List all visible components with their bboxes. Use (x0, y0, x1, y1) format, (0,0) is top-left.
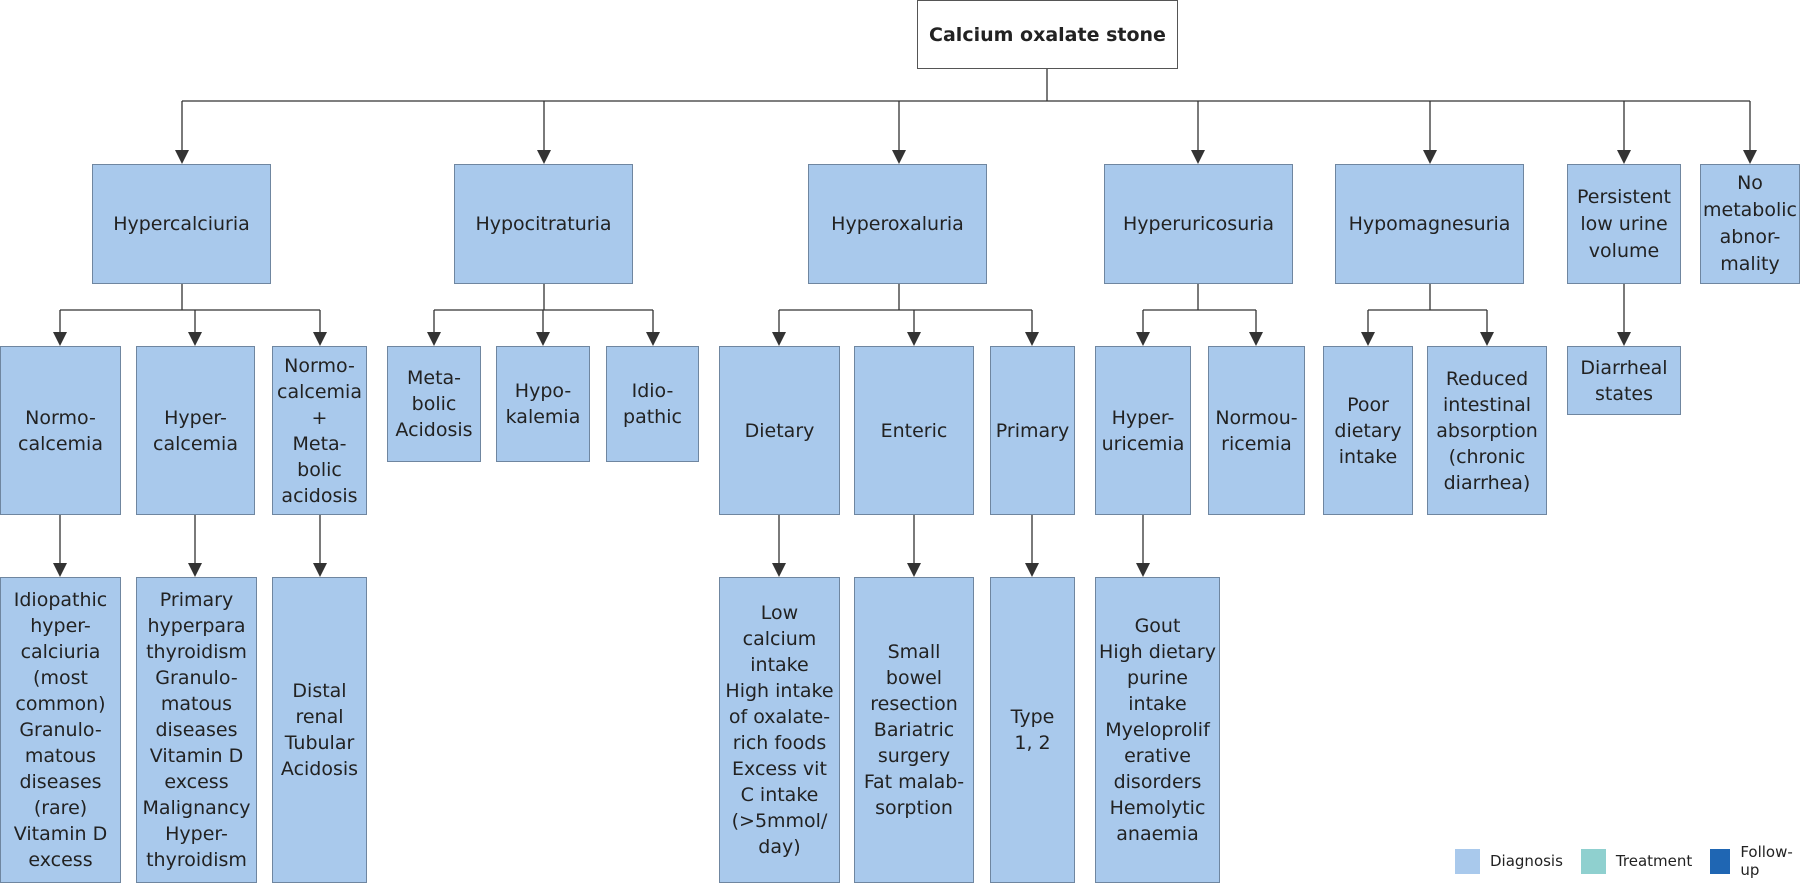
arrow-head (1361, 332, 1375, 346)
node-diarrheal-states: Diarrheal states (1567, 346, 1681, 415)
legend: Diagnosis Treatment Follow-up (1455, 843, 1800, 879)
node-metabolic-acidosis: Meta- bolic Acidosis (387, 346, 481, 462)
node-reduced-intestinal-absorption: Reduced intestinal absorption (chronic d… (1427, 346, 1547, 515)
arrow-head (1617, 332, 1631, 346)
node-hyperoxaluria: Hyperoxaluria (808, 164, 987, 284)
swatch-treatment (1580, 848, 1606, 874)
arrow-head (1249, 332, 1263, 346)
node-idiopathic: Idio- pathic (606, 346, 699, 462)
legend-label-follow-up: Follow-up (1740, 843, 1793, 879)
node-no-metabolic-abnormality: No metabolic abnor- mality (1700, 164, 1800, 284)
node-normocalcemia-metabolic-acidosis: Normo- calcemia + Meta- bolic acidosis (272, 346, 367, 515)
node-poor-dietary-intake: Poor dietary intake (1323, 346, 1413, 515)
arrow-head (1617, 150, 1631, 164)
arrow-head (188, 332, 202, 346)
node-hypokalemia: Hypo- kalemia (496, 346, 590, 462)
arrow-head (1191, 150, 1205, 164)
legend-label-diagnosis: Diagnosis (1490, 852, 1563, 870)
node-normouricemia: Normou- ricemia (1208, 346, 1305, 515)
swatch-follow-up (1710, 848, 1731, 874)
arrow-head (907, 563, 921, 577)
arrow-head (536, 332, 550, 346)
arrow-head (537, 150, 551, 164)
node-causes-dietary: Low calcium intake High intake of oxalat… (719, 577, 840, 883)
arrow-head (53, 332, 67, 346)
arrow-head (772, 332, 786, 346)
node-hypercalciuria: Hypercalciuria (92, 164, 271, 284)
arrow-head (188, 563, 202, 577)
arrow-head (772, 563, 786, 577)
arrow-head (313, 332, 327, 346)
arrow-head (313, 563, 327, 577)
node-hyperuricosuria: Hyperuricosuria (1104, 164, 1293, 284)
arrow-head (53, 563, 67, 577)
node-causes-hyperuricemia: Gout High dietary purine intake Myelopro… (1095, 577, 1220, 883)
legend-label-treatment: Treatment (1615, 852, 1693, 870)
arrow-head (175, 150, 189, 164)
node-causes-normocalcemia: Idiopathic hyper- calciuria (most common… (0, 577, 121, 883)
node-hyperuricemia: Hyper- uricemia (1095, 346, 1191, 515)
arrow-head (1423, 150, 1437, 164)
legend-item-follow-up: Follow-up (1710, 843, 1797, 879)
legend-item-diagnosis: Diagnosis (1455, 848, 1563, 874)
node-hypocitraturia: Hypocitraturia (454, 164, 633, 284)
arrow-head (1025, 332, 1039, 346)
node-distal-renal-tubular-acidosis: Distal renal Tubular Acidosis (272, 577, 367, 883)
node-hypomagnesuria: Hypomagnesuria (1335, 164, 1524, 284)
arrow-head (1136, 563, 1150, 577)
arrow-head (646, 332, 660, 346)
swatch-diagnosis (1455, 848, 1480, 874)
arrow-head (1480, 332, 1494, 346)
node-persistent-low-urine-volume: Persistent low urine volume (1567, 164, 1681, 284)
arrow-head (1136, 332, 1150, 346)
node-causes-primary: Type 1, 2 (990, 577, 1075, 883)
node-causes-enteric: Small bowel resection Bariatric surgery … (854, 577, 974, 883)
legend-item-treatment: Treatment (1580, 848, 1693, 874)
node-primary: Primary (990, 346, 1075, 515)
arrow-head (1025, 563, 1039, 577)
arrow-head (907, 332, 921, 346)
node-dietary: Dietary (719, 346, 840, 515)
arrow-head (1743, 150, 1757, 164)
node-enteric: Enteric (854, 346, 974, 515)
arrow-head (427, 332, 441, 346)
node-causes-hypercalcemia: Primary hyperpara thyroidism Granulo- ma… (136, 577, 257, 883)
node-hypercalcemia: Hyper- calcemia (136, 346, 255, 515)
arrow-head (892, 150, 906, 164)
node-calcium-oxalate-stone: Calcium oxalate stone (917, 0, 1178, 69)
node-normocalcemia: Normo- calcemia (0, 346, 121, 515)
